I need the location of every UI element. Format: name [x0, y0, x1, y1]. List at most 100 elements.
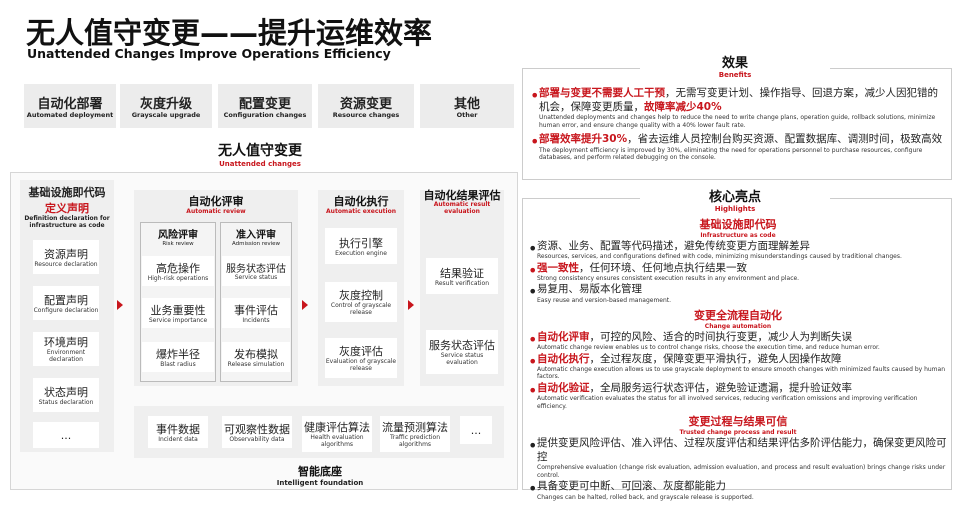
tab-grayscale-upgrade: 灰度升级 Grayscale upgrade: [120, 84, 212, 128]
benefits-title: 效果: [721, 56, 748, 71]
highlight-item: 强一致性，任何环境、任何地点执行结果一致 Strong consistency …: [528, 261, 948, 283]
card-grayscale-control: 灰度控制 Control of grayscale release: [325, 282, 397, 322]
card-label-en: Configure declaration: [33, 306, 99, 314]
tab-label: 其他: [453, 96, 480, 112]
tab-other: 其他 Other: [420, 84, 514, 128]
benefits-list: 部署与变更不需要人工干预，无需写变更计划、操作指导、回退方案，减少人因犯错的机会…: [530, 86, 946, 162]
card-incident-data: 事件数据 Incident data: [148, 416, 208, 448]
card-label: 资源声明: [44, 247, 88, 261]
item-text-en: Changes can be halted, rolled back, and …: [537, 493, 754, 501]
card-label: 业务重要性: [150, 303, 206, 317]
benefit-highlight: 故障率减少40%: [644, 101, 722, 114]
tab-label: 资源变更: [339, 96, 392, 112]
unattended-title-en: Unattended changes: [219, 160, 301, 168]
card-execution-engine: 执行引擎 Execution engine: [325, 228, 397, 264]
card-label: 事件评估: [234, 303, 278, 317]
risk-review-title-en: Risk review: [162, 241, 194, 247]
card-status-declaration: 状态声明 Status declaration: [33, 378, 99, 412]
tab-label-en: Grayscale upgrade: [131, 110, 201, 119]
foundation-title-en: Intelligent foundation: [276, 479, 364, 487]
evaluation-title: 自动化结果评估: [423, 189, 501, 202]
card-service-status-evaluation: 服务状态评估 Service status evaluation: [426, 330, 498, 374]
item-text-en: Strong consistency ensures consistent ex…: [537, 274, 800, 282]
page-subtitle: Unattended Changes Improve Operations Ef…: [27, 46, 391, 61]
item-text: 具备变更可中断、可回滚、灰度都能能力: [537, 480, 726, 493]
tab-label: 配置变更: [238, 96, 291, 112]
tab-label: 灰度升级: [139, 96, 192, 112]
benefit-text: ，无需写变更计划、操作指导、回退方案，减少人因犯错的机会，保障变更质量，: [539, 87, 938, 114]
card-label-en: Observability data: [229, 435, 285, 443]
card-configure-declaration: 配置声明 Configure declaration: [33, 286, 99, 320]
highlight-item: 提供变更风险评估、准入评估、过程灰度评估和结果评估多阶评估能力，确保变更风险可控…: [528, 436, 948, 479]
highlight-item: 易复用、易版本化管理 Easy reuse and version-based …: [528, 282, 948, 304]
card-label-en: Health evaluation algorithms: [310, 434, 364, 448]
card-environment-declaration: 环境声明 Environment declaration: [33, 332, 99, 366]
benefit-text-en: Unattended deployments and changes help …: [539, 114, 936, 129]
highlight-item: 自动化执行，全过程灰度，保障变更平滑执行，避免人因操作故障 Automatic …: [528, 352, 948, 381]
card-label: 高危操作: [156, 261, 200, 275]
card-label: ...: [470, 423, 482, 437]
card-label: 服务状态评估: [429, 339, 495, 353]
card-service-importance: 业务重要性 Service importance: [142, 298, 214, 328]
item-text-en: Easy reuse and version-based management.: [537, 296, 672, 304]
admission-review-title-en: Admission review: [231, 241, 281, 247]
highlight-item: 具备变更可中断、可回滚、灰度都能能力 Changes can be halted…: [528, 479, 948, 501]
highlight-item: 资源、业务、配置等代码描述，避免传统变更方面理解差异 Resources, se…: [528, 239, 948, 261]
section-title-en: Infrastructure as code: [700, 232, 776, 239]
iac-title-en: Definition declaration for infrastructur…: [24, 215, 110, 229]
card-label-en: Environment declaration: [46, 349, 86, 363]
item-text: 提供变更风险评估、准入评估、过程灰度评估和结果评估多阶评估能力，确保变更风险可控: [537, 437, 947, 464]
execution-title: 自动化执行: [333, 195, 389, 208]
benefits-title-en: Benefits: [718, 71, 752, 79]
item-text-en: Comprehensive evaluation (change risk ev…: [537, 464, 946, 479]
card-result-verification: 结果验证 Result verification: [426, 258, 498, 294]
card-label: 爆炸半径: [156, 347, 200, 361]
section-title-en: Change automation: [704, 323, 772, 331]
card-label: 发布模拟: [234, 347, 278, 361]
page-title: 无人值守变更——提升运维效率: [26, 16, 433, 50]
card-label: 健康评估算法: [304, 421, 370, 435]
item-text: 易复用、易版本化管理: [537, 283, 642, 296]
card-label: 灰度评估: [339, 345, 383, 359]
card-more: ...: [460, 416, 492, 444]
highlight-section-automation: 变更全流程自动化 Change automation: [528, 307, 948, 330]
card-blast-radius: 爆炸半径 Blast radius: [142, 342, 214, 372]
item-highlight: 强一致性: [537, 261, 579, 274]
highlight-section-trusted: 变更过程与结果可信 Trusted change process and res…: [528, 413, 948, 436]
card-label: 结果验证: [440, 266, 484, 280]
highlights-title-en: Highlights: [714, 205, 756, 213]
card-label-en: Status declaration: [38, 398, 94, 406]
tab-configuration-changes: 配置变更 Configuration changes: [218, 84, 312, 128]
card-label-en: Evaluation of grayscale release: [325, 358, 397, 372]
section-title: 基础设施即代码: [699, 218, 777, 231]
admission-review-title: 准入评审: [236, 230, 276, 241]
arrow-right-icon: [117, 300, 123, 310]
tab-label-en: Other: [456, 110, 478, 119]
benefits-heading: 效果 Benefits: [640, 52, 830, 80]
evaluation-title-en: Automatic result evaluation: [433, 201, 491, 215]
card-label-en: Service status: [234, 274, 278, 282]
tab-label: 自动化部署: [37, 96, 103, 112]
benefit-text-en: The deployment efficiency is improved by…: [539, 146, 923, 162]
card-incidents: 事件评估 Incidents: [222, 298, 290, 328]
card-service-status: 服务状态评估 Service status: [222, 256, 290, 286]
card-resource-declaration: 资源声明 Resource declaration: [33, 240, 99, 274]
highlights-title: 核心亮点: [708, 190, 761, 205]
section-title: 变更全流程自动化: [694, 309, 782, 323]
execution-title-en: Automatic execution: [326, 208, 396, 215]
card-health-evaluation: 健康评估算法 Health evaluation algorithms: [302, 416, 372, 452]
item-text: 资源、业务、配置等代码描述，避免传统变更方面理解差异: [537, 240, 810, 252]
unattended-heading: 无人值守变更 Unattended changes: [180, 140, 340, 168]
card-label: 可观察性数据: [224, 422, 290, 436]
card-label: ...: [60, 428, 72, 442]
card-more: ...: [33, 422, 99, 448]
benefit-item: 部署效率提升30%，省去运维人员控制台购买资源、配置数据库、调测时间，极致高效 …: [530, 132, 946, 161]
tab-resource-changes: 资源变更 Resource changes: [318, 84, 414, 128]
item-text-en: Automatic change review enables us to co…: [537, 344, 880, 352]
tab-label-en: Automated deployment: [26, 110, 114, 119]
risk-review-title: 风险评审: [158, 230, 198, 241]
card-release-simulation: 发布模拟 Release simulation: [222, 342, 290, 372]
item-text: ，可控的风险、适合的时间执行变更，减少人为判断失误: [589, 331, 853, 344]
card-label: 事件数据: [156, 422, 200, 436]
benefit-highlight: 部署与变更不需要人工干预: [539, 87, 665, 99]
